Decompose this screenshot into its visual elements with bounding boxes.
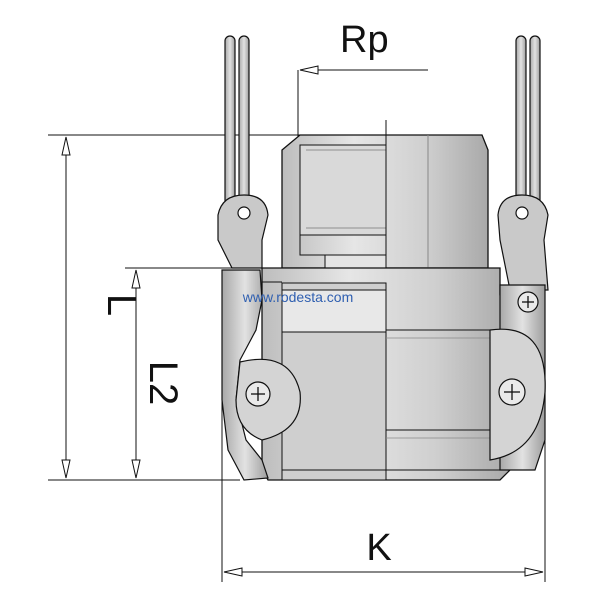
rp-label: Rp [340,19,389,61]
left-ring-pin [237,206,251,220]
dimension-rp: Rp [297,19,428,230]
left-lever-arm [221,269,269,481]
right-pull-ring-b [529,35,541,207]
left-cam-lever [217,35,301,481]
left-pull-ring-a [224,35,236,207]
right-ring-pin [515,206,529,220]
l-arrowhead-top [61,136,71,156]
right-cam-lever [489,35,549,471]
k-arrowhead-left [223,567,243,577]
l-arrowhead-bottom [61,459,71,479]
thread-bore [299,144,387,236]
l2-arrowhead-top [131,269,141,289]
dimension-l: L [48,134,300,481]
right-ear [497,194,549,291]
k-arrowhead-right [524,567,544,577]
l2-arrowhead-bottom [131,459,141,479]
l2-label: L2 [141,361,185,406]
rp-arrowhead [299,65,319,75]
k-label: K [366,527,391,569]
right-pull-ring-a [515,35,527,207]
watermark-text: www.rodesta.com [242,289,353,305]
l-label: L [99,294,143,316]
coupling-body [261,120,511,481]
left-pull-ring-b [238,35,250,207]
left-ear [217,194,269,269]
